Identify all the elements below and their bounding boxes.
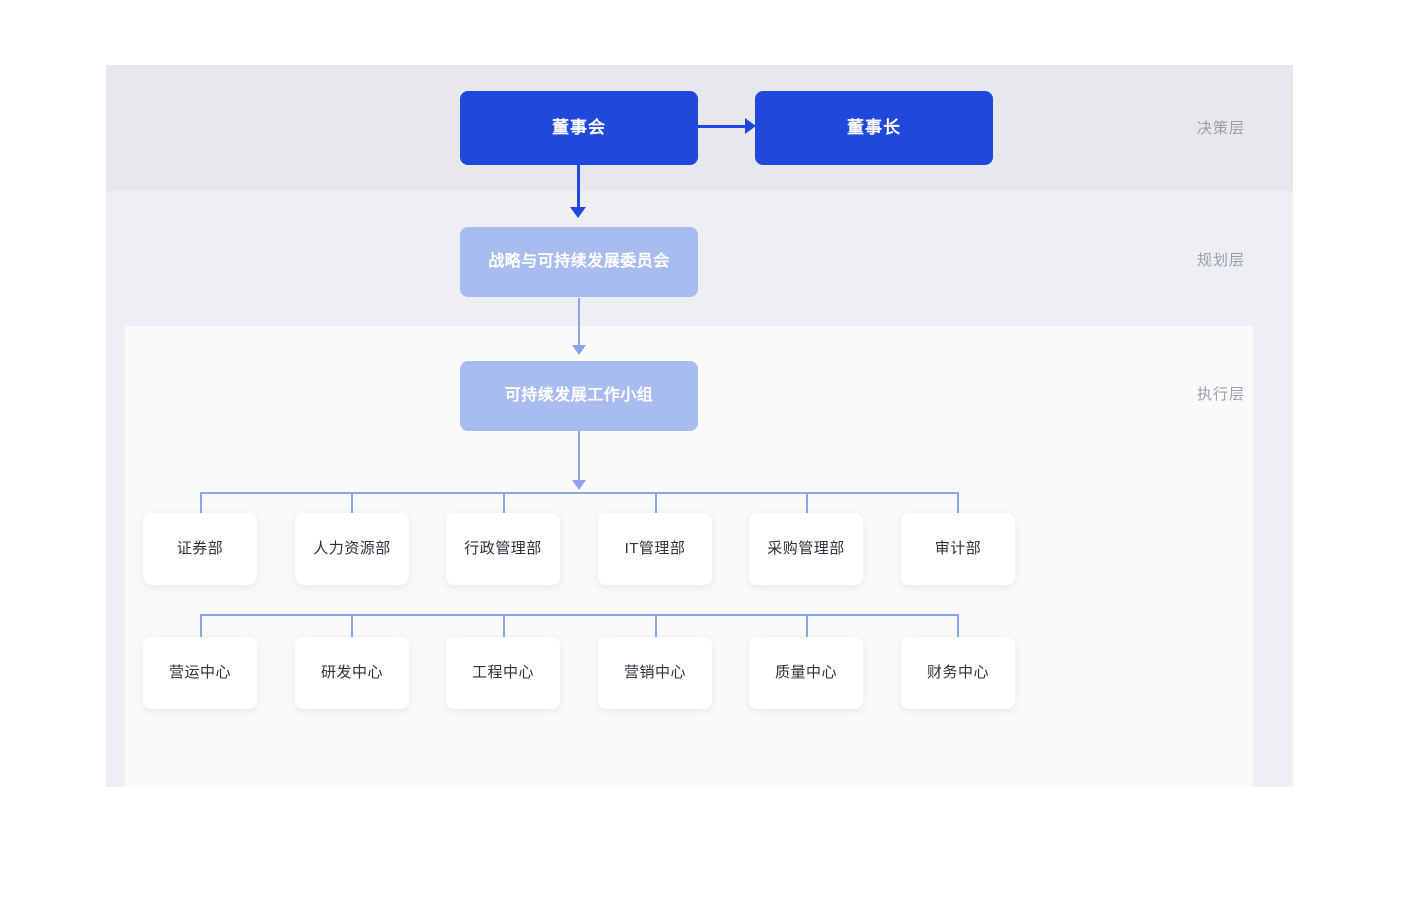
connector-board-to-committee <box>577 165 580 210</box>
node-dept-row2-5[interactable]: 质量中心 <box>749 637 863 709</box>
layer-label-decision: 决策层 <box>1196 120 1245 137</box>
arrowhead-workgroup-to-row1 <box>572 480 586 490</box>
arrowhead-board-to-chairman <box>745 118 756 134</box>
connector-drop-row1-6 <box>957 492 959 514</box>
node-dept-row2-6[interactable]: 财务中心 <box>901 637 1015 709</box>
connector-drop-row2-6 <box>957 614 959 638</box>
node-dept-row2-1[interactable]: 营运中心 <box>143 637 257 709</box>
connector-drop-row1-5 <box>806 492 808 514</box>
node-dept-row1-6[interactable]: 审计部 <box>901 513 1015 585</box>
connector-drop-row2-5 <box>806 614 808 638</box>
layer-band-decision <box>106 65 1293 191</box>
node-dept-row1-2[interactable]: 人力资源部 <box>295 513 409 585</box>
node-committee[interactable]: 战略与可持续发展委员会 <box>460 227 698 297</box>
node-dept-row2-2[interactable]: 研发中心 <box>295 637 409 709</box>
connector-drop-row2-2 <box>351 614 353 638</box>
layer-label-planning: 规划层 <box>1196 252 1245 269</box>
node-chairman[interactable]: 董事长 <box>755 91 993 165</box>
connector-committee-to-workgroup <box>578 298 580 348</box>
connector-drop-row2-1 <box>200 614 202 638</box>
connector-workgroup-to-row1 <box>578 431 580 483</box>
connector-drop-row2-3 <box>503 614 505 638</box>
connector-drop-row1-2 <box>351 492 353 514</box>
connector-drop-row1-3 <box>503 492 505 514</box>
node-board[interactable]: 董事会 <box>460 91 698 165</box>
node-dept-row2-3[interactable]: 工程中心 <box>446 637 560 709</box>
connector-bus-row2 <box>200 614 959 616</box>
connector-drop-row1-4 <box>655 492 657 514</box>
connector-drop-row2-4 <box>655 614 657 638</box>
connector-bus-row1 <box>200 492 959 494</box>
connector-drop-row1-1 <box>200 492 202 514</box>
node-workgroup[interactable]: 可持续发展工作小组 <box>460 361 698 431</box>
node-dept-row1-4[interactable]: IT管理部 <box>598 513 712 585</box>
node-dept-row1-3[interactable]: 行政管理部 <box>446 513 560 585</box>
connector-board-to-chairman <box>698 125 746 128</box>
layer-band-planning <box>106 191 1293 326</box>
node-dept-row1-1[interactable]: 证券部 <box>143 513 257 585</box>
layer-label-execution: 执行层 <box>1196 386 1245 403</box>
arrowhead-board-to-committee <box>570 207 586 218</box>
arrowhead-committee-to-workgroup <box>572 345 586 355</box>
node-dept-row2-4[interactable]: 营销中心 <box>598 637 712 709</box>
node-dept-row1-5[interactable]: 采购管理部 <box>749 513 863 585</box>
